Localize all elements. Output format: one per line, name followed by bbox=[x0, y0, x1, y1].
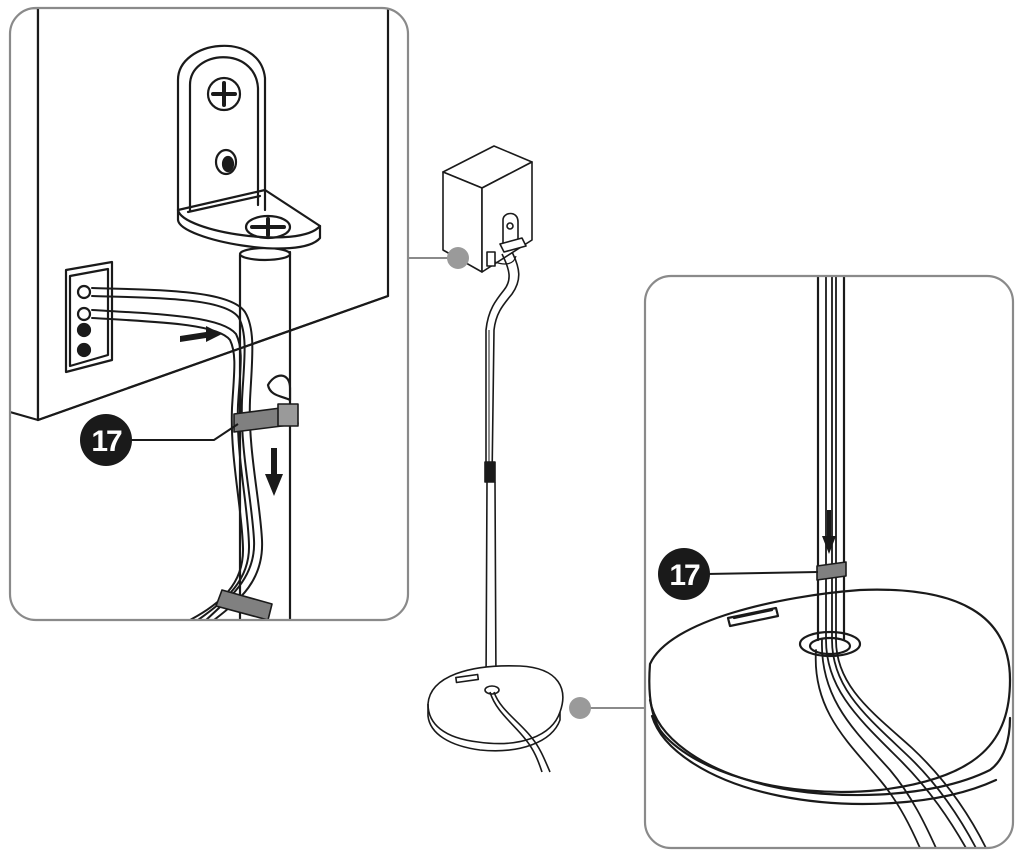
connector-lines bbox=[408, 257, 645, 709]
stand-base bbox=[427, 665, 564, 773]
down-arrow bbox=[822, 510, 836, 554]
pole-lower bbox=[816, 276, 846, 642]
screw-head-top bbox=[206, 76, 242, 112]
speaker-cable-left bbox=[91, 287, 264, 620]
cable-tie-lower bbox=[215, 589, 273, 620]
speaker-stand-overview bbox=[427, 145, 564, 773]
callout-right: 17 bbox=[658, 548, 710, 600]
base-plate bbox=[648, 588, 1012, 806]
callout-right-label: 17 bbox=[669, 559, 700, 592]
speaker-box bbox=[442, 145, 533, 273]
stand-pole bbox=[484, 251, 520, 687]
callout-left: 17 bbox=[80, 414, 132, 466]
speaker-cable-right bbox=[814, 276, 987, 848]
right-detail-panel: 17 bbox=[643, 274, 1015, 850]
wall-terminal-plate bbox=[64, 260, 114, 374]
detail-marker-bottom bbox=[569, 697, 591, 719]
cable-tie-base bbox=[816, 561, 847, 581]
screw-head-bottom bbox=[244, 214, 292, 240]
l-bracket bbox=[176, 44, 322, 250]
callout-left-label: 17 bbox=[91, 425, 122, 458]
wall bbox=[10, 8, 40, 422]
left-detail-panel: 17 bbox=[8, 6, 410, 622]
pole-upper bbox=[238, 250, 292, 620]
direction-arrows bbox=[180, 326, 283, 496]
cable-tie-upper bbox=[233, 403, 299, 433]
detail-marker-top bbox=[447, 247, 469, 269]
